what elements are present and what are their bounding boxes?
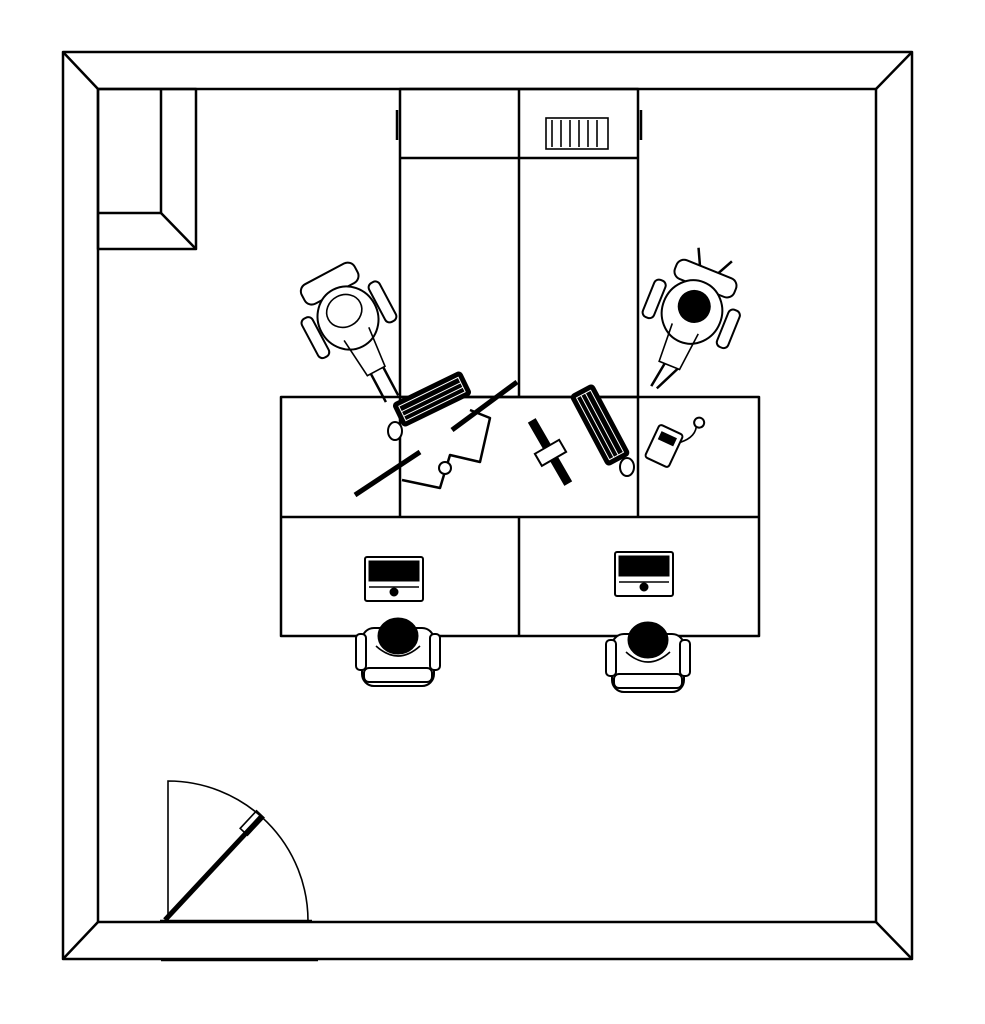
door xyxy=(160,780,318,962)
mouse-left xyxy=(387,421,403,441)
upper-desks xyxy=(395,87,643,399)
central-desks xyxy=(279,395,761,638)
chair-with-person-top-right xyxy=(641,247,741,390)
monitor-arm-left xyxy=(353,379,519,498)
room-walls xyxy=(61,50,914,961)
chair-with-person-bottom-left xyxy=(355,617,441,687)
monitor-right xyxy=(527,418,573,486)
keyboard-left xyxy=(392,371,472,427)
laptop-bottom-left xyxy=(364,556,424,602)
mouse-right xyxy=(619,457,635,477)
keyboard-right xyxy=(570,384,630,466)
chair-with-person-bottom-right xyxy=(605,621,691,693)
radiator xyxy=(545,117,609,150)
chair-with-person-top-left xyxy=(299,261,400,403)
phone xyxy=(644,416,706,468)
corner-shelf xyxy=(96,87,198,251)
laptop-bottom-right xyxy=(614,551,674,597)
